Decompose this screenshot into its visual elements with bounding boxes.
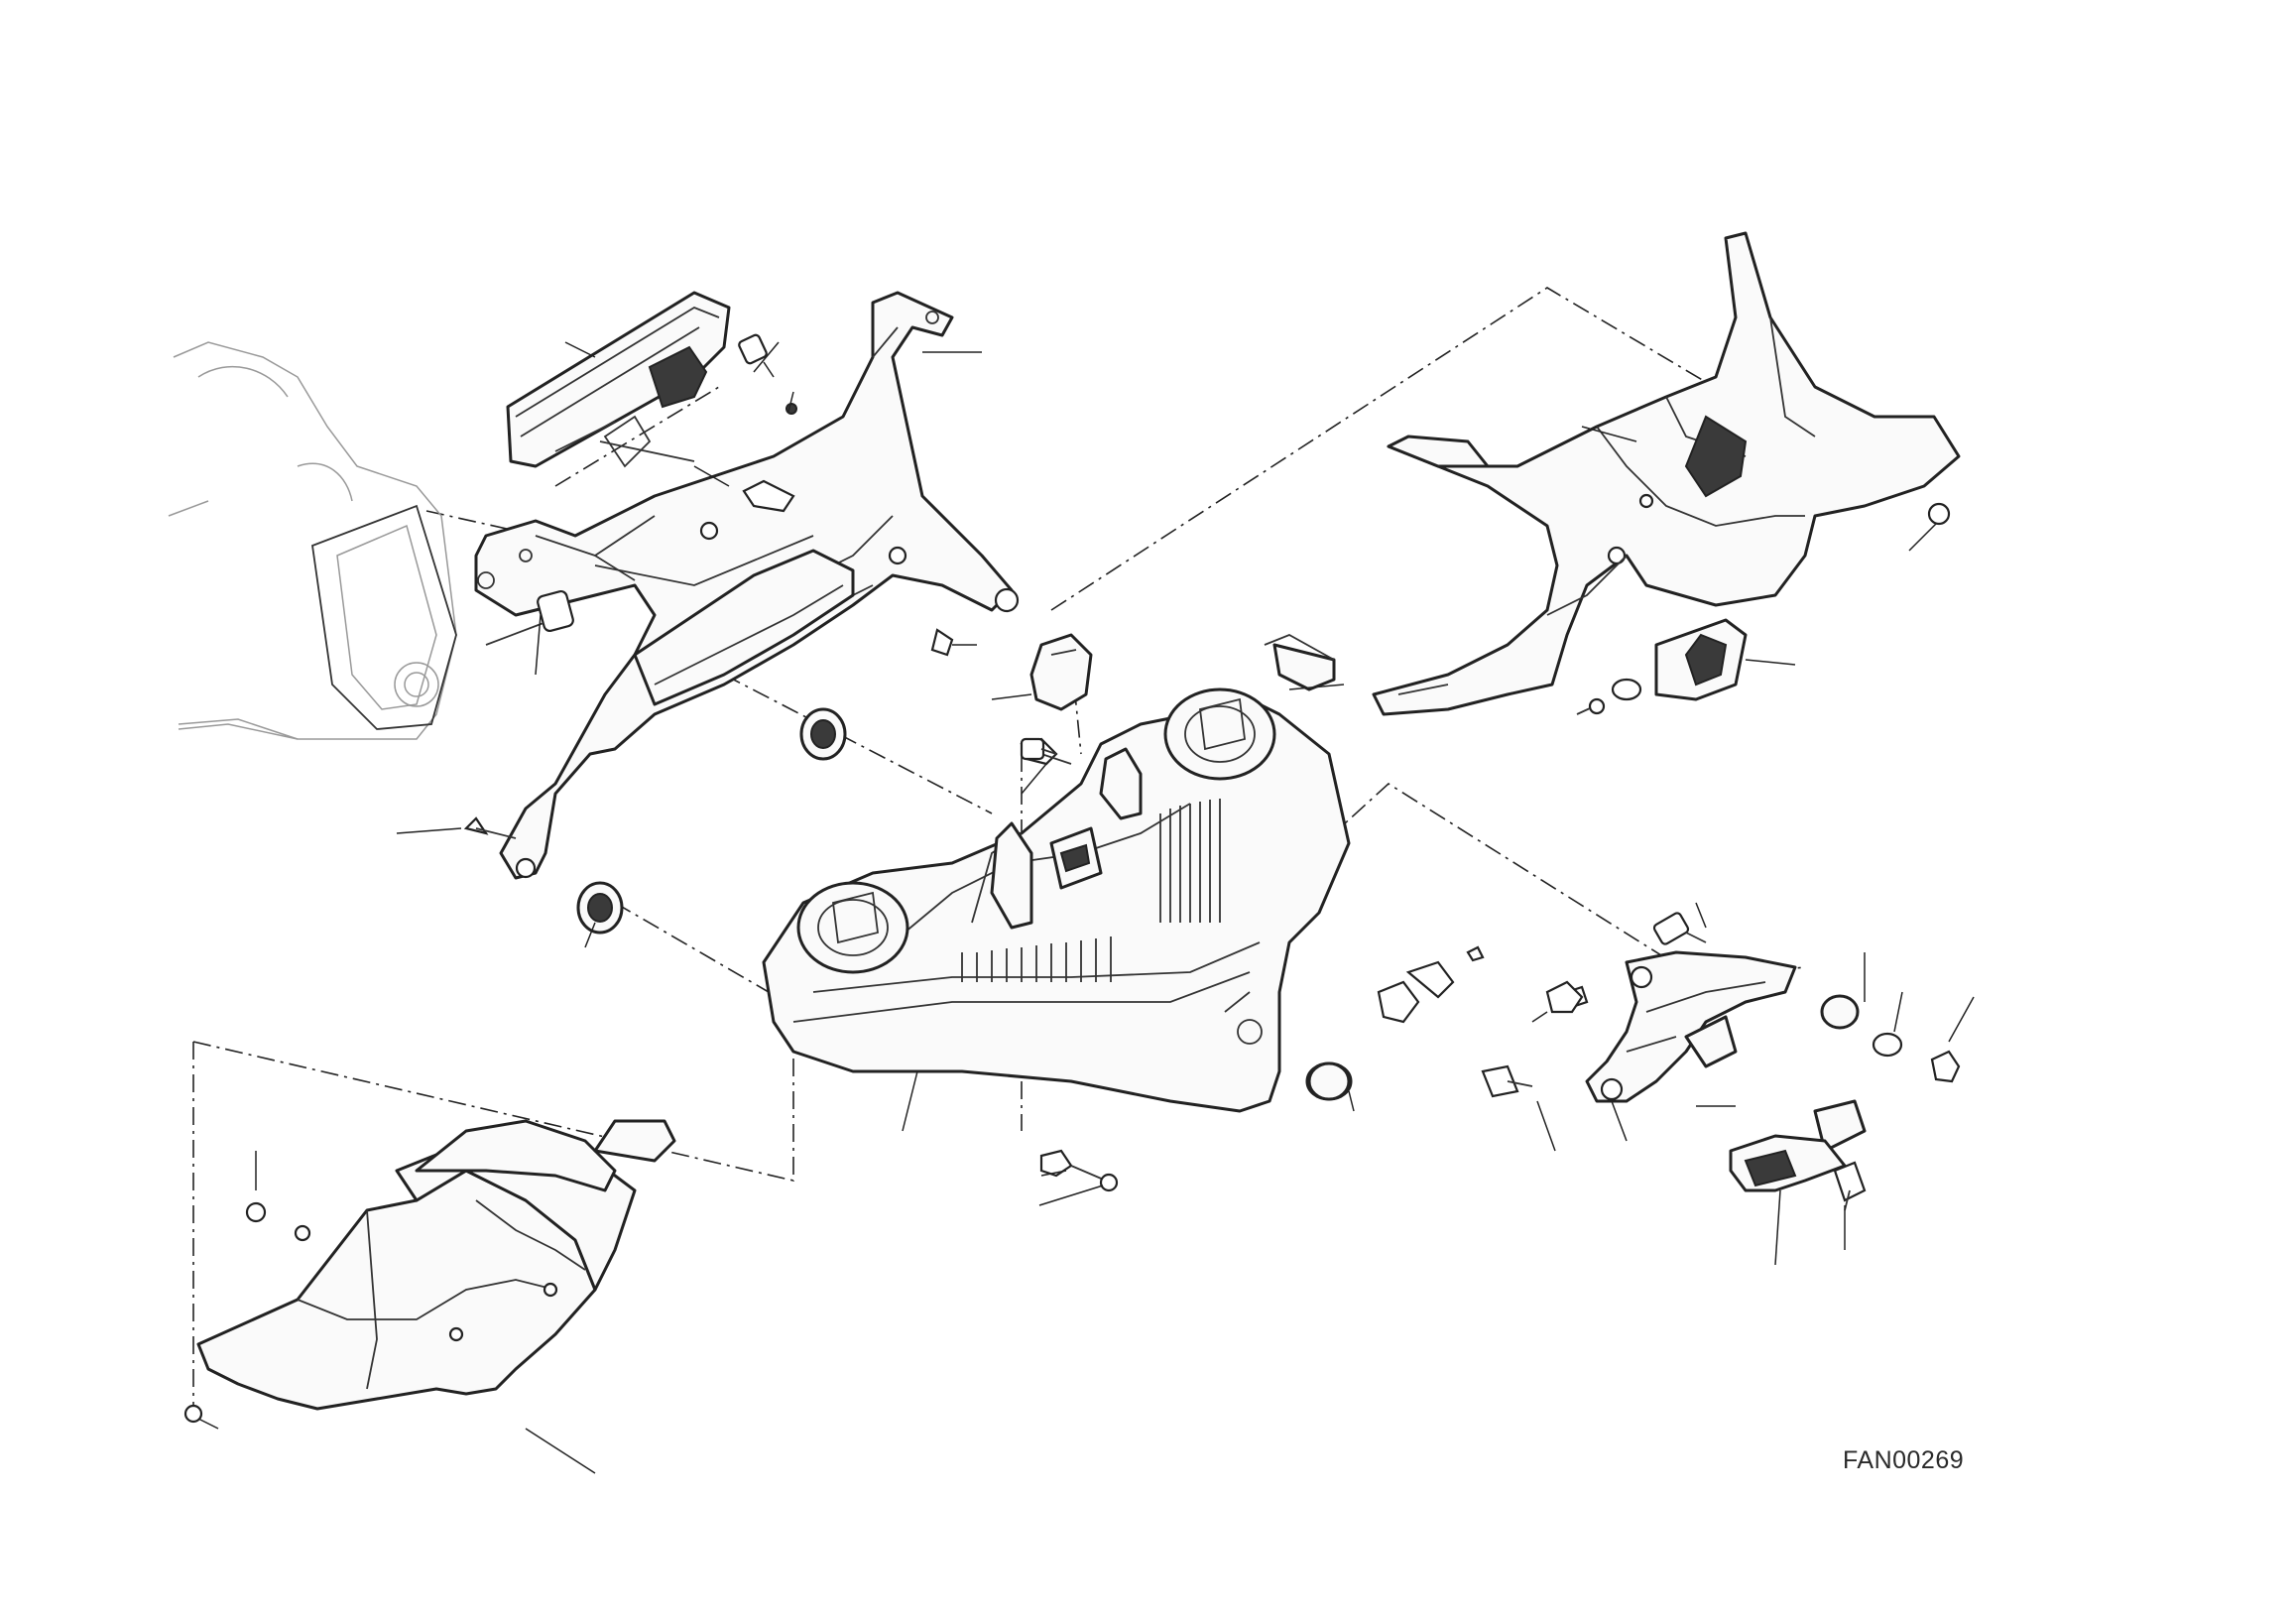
led-fins — [961, 799, 1221, 982]
lower-fairing — [183, 1119, 676, 1424]
instrument-cluster — [506, 291, 731, 468]
fairing-small-parts — [1264, 502, 1951, 715]
drawing-code: FAN00269 — [1843, 1446, 1965, 1474]
headlight-assembly — [762, 687, 1351, 1113]
adjuster-parts — [1377, 945, 1485, 1024]
frame-headstock — [168, 341, 457, 740]
upper-fairing — [1372, 231, 1961, 716]
callout-leaders — [197, 341, 1975, 1474]
headlight-fasteners — [1020, 737, 1351, 1192]
fairing-subframe — [474, 291, 1020, 880]
subframe-fasteners — [463, 333, 954, 839]
headlight-bracket — [1481, 912, 1867, 1211]
